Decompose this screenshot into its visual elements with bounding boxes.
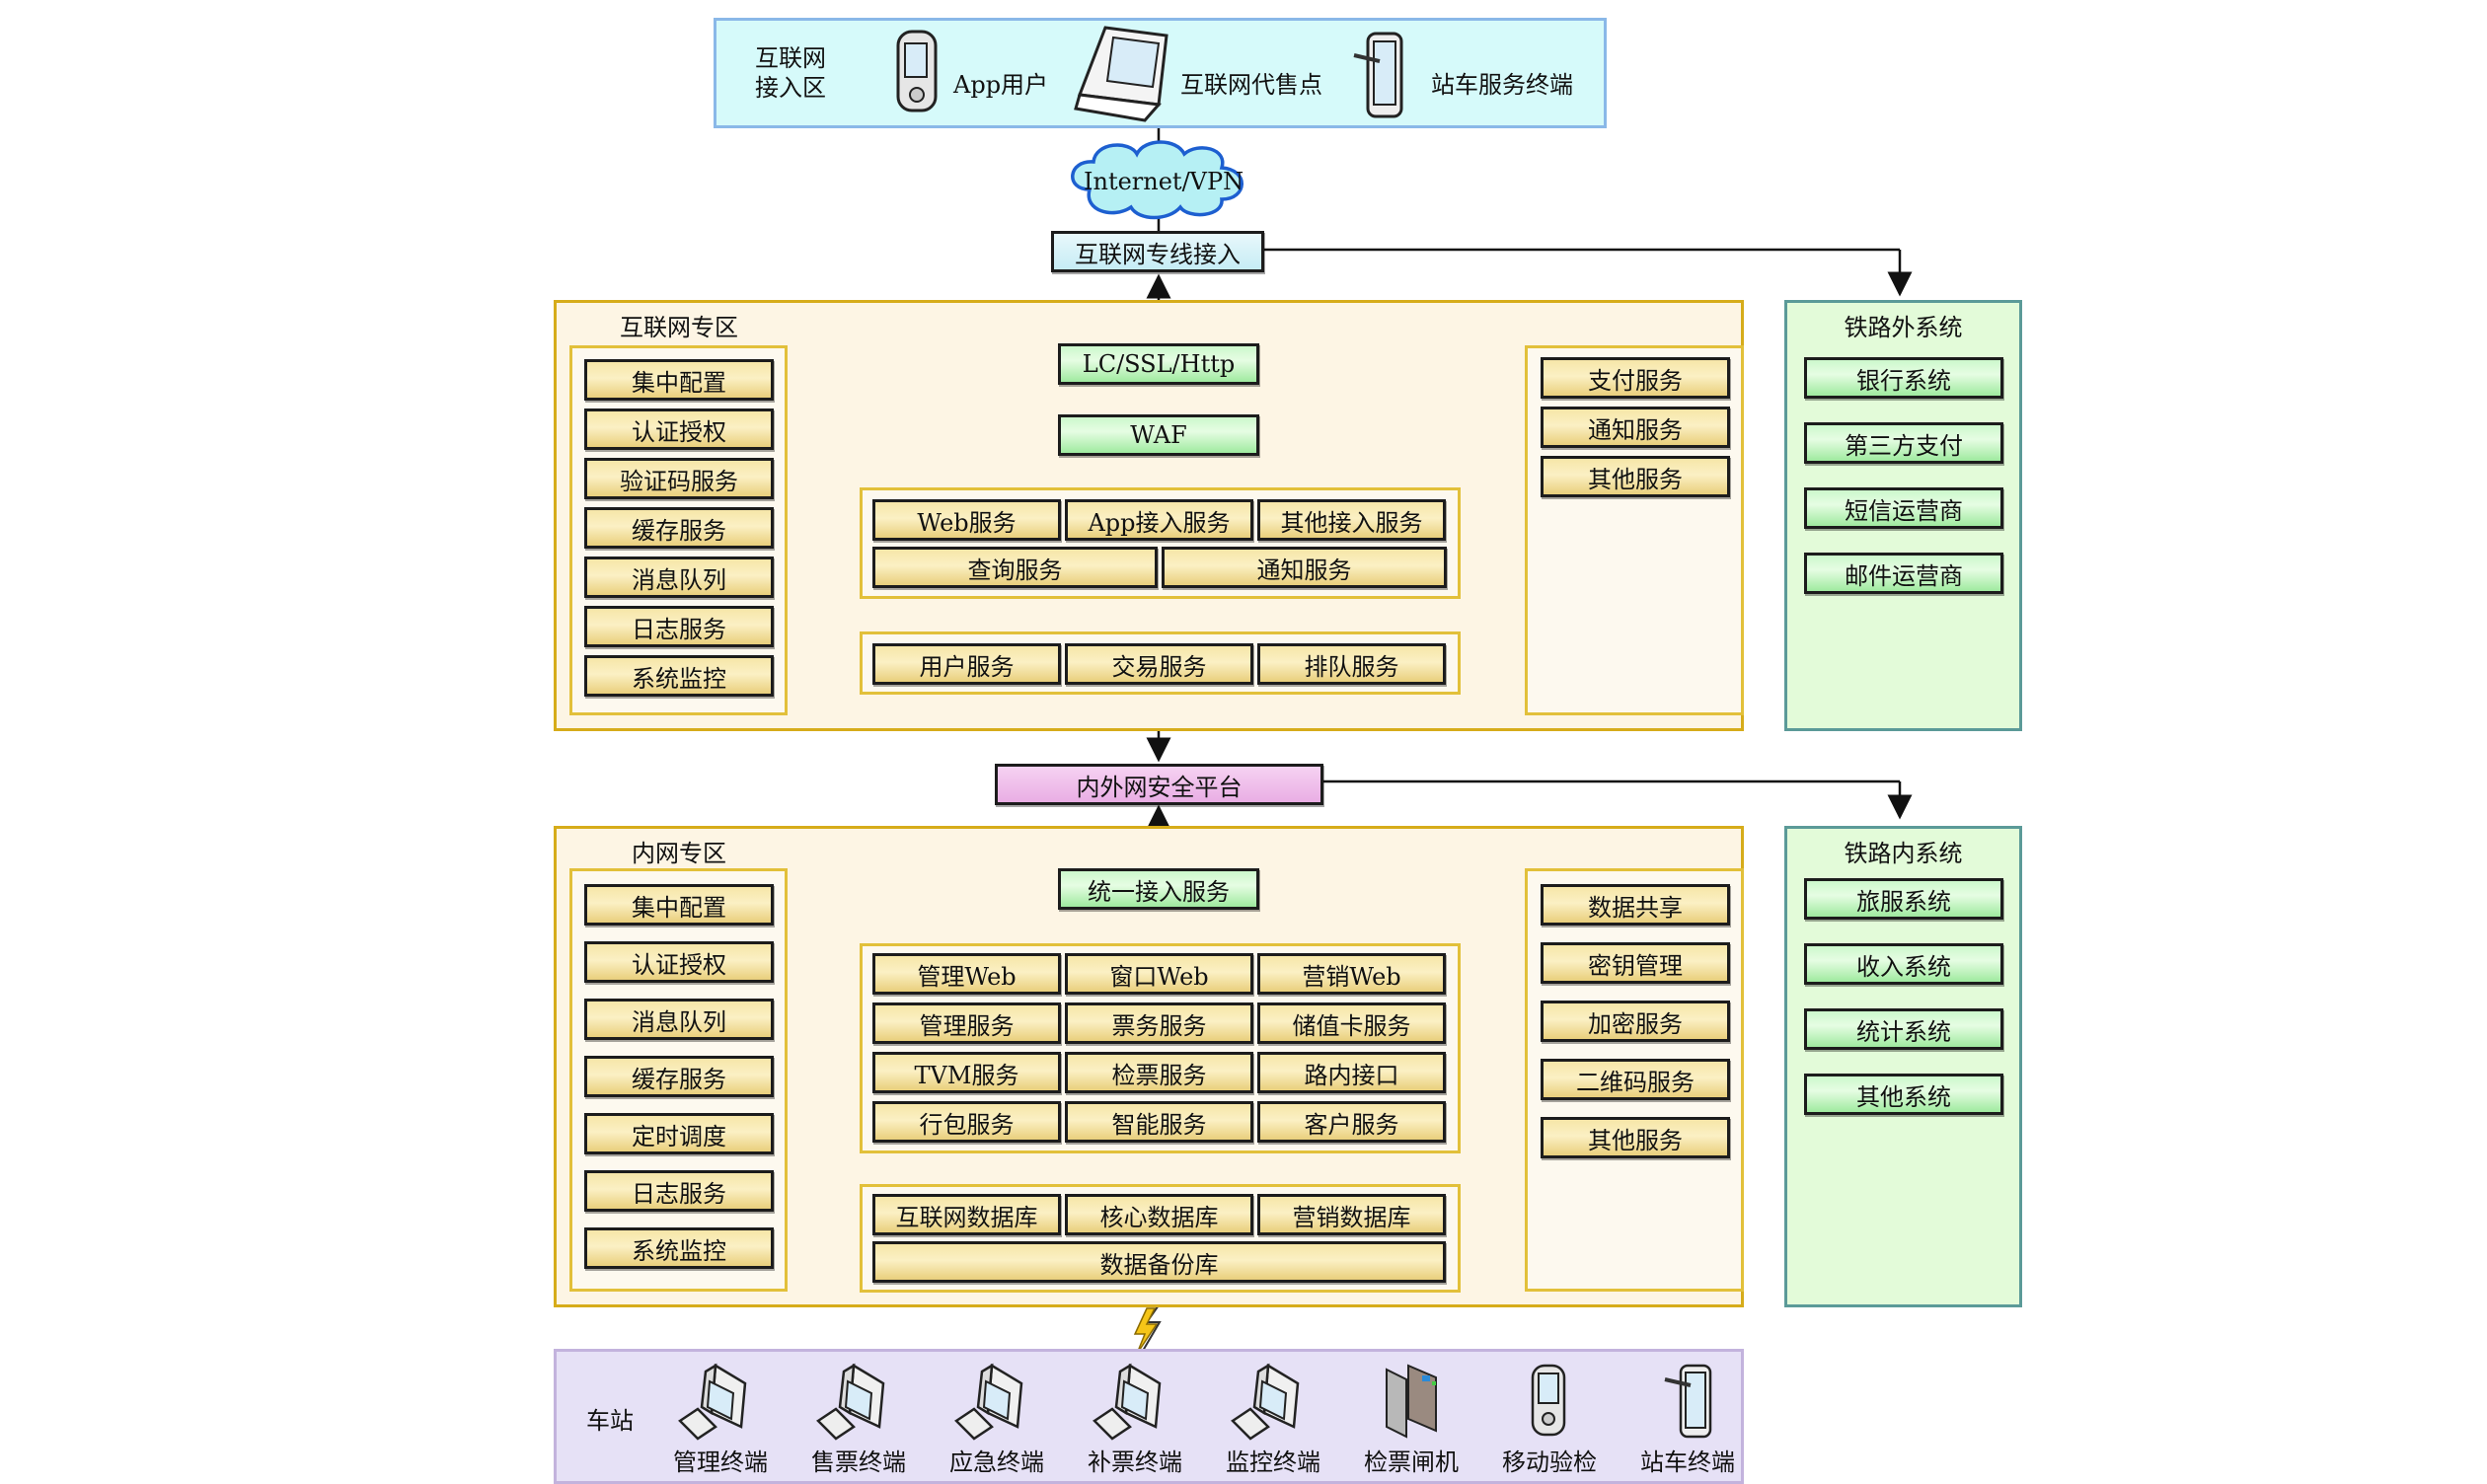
access-service[interactable]: 查询服务 [872,547,1158,588]
station-device-label: 移动验检 [1502,1448,1597,1476]
intranet-left-item[interactable]: 缓存服务 [584,1056,774,1097]
rail-external-item[interactable]: 银行系统 [1804,357,2003,399]
intranet-left-item[interactable]: 定时调度 [584,1113,774,1154]
intranet-service[interactable]: 营销Web [1257,953,1446,995]
station-device-label: 管理终端 [673,1448,768,1476]
internet-access-zone-title: 互联网 接入区 [755,43,826,103]
internet-right-item[interactable]: 其他服务 [1541,456,1730,497]
internet-leased-line-box[interactable]: 互联网专线接入 [1051,231,1264,272]
cloud-label: Internet/VPN [1084,168,1244,195]
title-line-2: 接入区 [755,74,826,102]
intranet-service[interactable]: 检票服务 [1065,1052,1253,1093]
intranet-service[interactable]: 管理Web [872,953,1061,995]
internet-left-item[interactable]: 消息队列 [584,556,774,598]
core-service[interactable]: 交易服务 [1065,643,1253,685]
internet-left-item[interactable]: 集中配置 [584,359,774,401]
station-device-label: 售票终端 [811,1448,906,1476]
intranet-left-item[interactable]: 消息队列 [584,999,774,1040]
intranet-left-item[interactable]: 系统监控 [584,1227,774,1269]
rail-internal-item[interactable]: 收入系统 [1804,943,2003,985]
station-device-label: 应急终端 [949,1448,1044,1476]
security-platform-box[interactable]: 内外网安全平台 [995,764,1323,805]
rail-external-item[interactable]: 邮件运营商 [1804,553,2003,594]
core-service[interactable]: 用户服务 [872,643,1061,685]
station-title: 车站 [586,1407,634,1435]
unified-access-service-box[interactable]: 统一接入服务 [1058,868,1259,910]
access-service[interactable]: Web服务 [872,499,1061,541]
lc-ssl-http-box[interactable]: LC/SSL/Http [1058,343,1259,385]
rail-internal-item[interactable]: 其他系统 [1804,1074,2003,1115]
internet-left-item[interactable]: 认证授权 [584,408,774,450]
intranet-left-item[interactable]: 认证授权 [584,941,774,983]
internet-zone-right-panel [1525,345,1744,715]
intranet-right-item[interactable]: 加密服务 [1541,1001,1730,1042]
intranet-service[interactable]: 票务服务 [1065,1002,1253,1044]
desktop-computer-icon [1231,1363,1300,1441]
device-label-app-user: App用户 [953,71,1049,99]
intranet-service[interactable]: 储值卡服务 [1257,1002,1446,1044]
rail-external-item[interactable]: 短信运营商 [1804,487,2003,529]
desktop-computer-icon [1093,1363,1162,1441]
device-label-internet-agent: 互联网代售点 [1180,71,1322,99]
internet-left-item[interactable]: 缓存服务 [584,507,774,549]
device-label-train-service-terminal: 站车服务终端 [1431,71,1573,99]
intranet-service[interactable]: 行包服务 [872,1101,1061,1143]
internet-left-item[interactable]: 验证码服务 [584,458,774,499]
intranet-service[interactable]: 智能服务 [1065,1101,1253,1143]
waf-box[interactable]: WAF [1058,414,1259,456]
desktop-computer-icon [678,1363,747,1441]
rail-external-title: 铁路外系统 [1844,314,1963,341]
internet-zone-title: 互联网专区 [620,314,738,341]
intranet-service[interactable]: TVM服务 [872,1052,1061,1093]
core-service[interactable]: 排队服务 [1257,643,1446,685]
internet-right-item[interactable]: 通知服务 [1541,407,1730,448]
title-line-1: 互联网 [755,44,826,72]
intranet-service[interactable]: 管理服务 [872,1002,1061,1044]
database[interactable]: 核心数据库 [1065,1194,1253,1235]
desktop-computer-icon [954,1363,1023,1441]
ticket-gate-icon [1386,1364,1437,1439]
station-device-label: 监控终端 [1226,1448,1320,1476]
database[interactable]: 营销数据库 [1257,1194,1446,1235]
backup-database[interactable]: 数据备份库 [872,1241,1446,1283]
intranet-right-item[interactable]: 二维码服务 [1541,1059,1730,1100]
intranet-right-item[interactable]: 密钥管理 [1541,942,1730,984]
intranet-left-item[interactable]: 日志服务 [584,1170,774,1212]
tablet-icon [1664,1364,1712,1439]
access-service[interactable]: 通知服务 [1162,547,1447,588]
intranet-left-item[interactable]: 集中配置 [584,884,774,926]
desktop-computer-icon [816,1363,885,1441]
intranet-zone-title: 内网专区 [632,840,726,867]
station-device-label: 检票闸机 [1364,1448,1459,1476]
internet-left-item[interactable]: 系统监控 [584,655,774,697]
rail-internal-item[interactable]: 统计系统 [1804,1008,2003,1050]
intranet-service[interactable]: 客户服务 [1257,1101,1446,1143]
intranet-service[interactable]: 窗口Web [1065,953,1253,995]
station-device-label: 站车终端 [1640,1448,1735,1476]
access-service[interactable]: 其他接入服务 [1257,499,1446,541]
intranet-service[interactable]: 路内接口 [1257,1052,1446,1093]
pda-icon [1531,1364,1566,1437]
rail-internal-item[interactable]: 旅服系统 [1804,878,2003,920]
intranet-right-item[interactable]: 数据共享 [1541,884,1730,926]
rail-internal-title: 铁路内系统 [1844,840,1963,867]
station-device-label: 补票终端 [1088,1448,1182,1476]
internet-right-item[interactable]: 支付服务 [1541,357,1730,399]
intranet-right-item[interactable]: 其他服务 [1541,1117,1730,1158]
internet-left-item[interactable]: 日志服务 [584,606,774,647]
database[interactable]: 互联网数据库 [872,1194,1061,1235]
rail-external-item[interactable]: 第三方支付 [1804,422,2003,464]
access-service[interactable]: App接入服务 [1065,499,1253,541]
